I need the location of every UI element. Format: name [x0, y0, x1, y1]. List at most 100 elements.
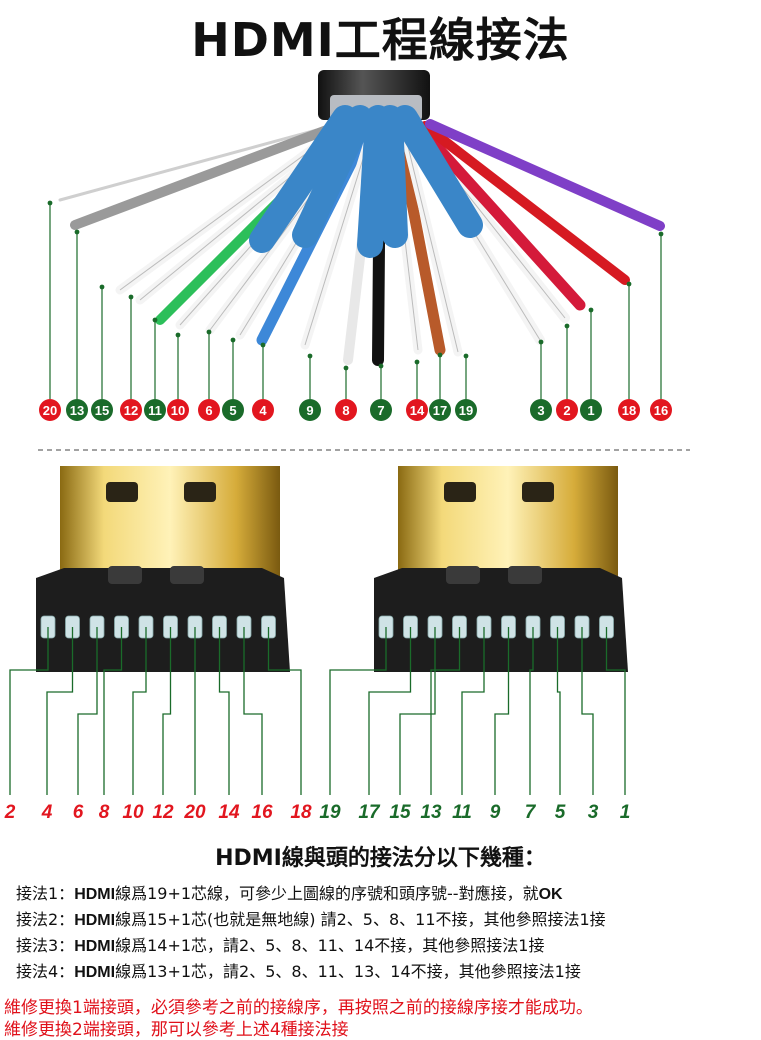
wire-badge-12: [120, 399, 142, 421]
badge-leader-dot-10: [175, 332, 181, 338]
pin-leader-1: [605, 627, 626, 795]
pin-leader-9: [494, 627, 510, 795]
pin-leader-5: [556, 627, 561, 795]
wire-badge-label: 7: [377, 403, 384, 418]
cable-wires: [58, 105, 665, 366]
wire-17: [414, 122, 586, 311]
wire-badge-2: [556, 399, 578, 421]
pin-leader-6: [77, 627, 98, 795]
wire-badge-label: 14: [410, 403, 425, 418]
pin-leader-3: [581, 627, 594, 795]
connector-right: [374, 466, 628, 672]
badge-leader-dot-12: [128, 294, 134, 300]
wire-badge-14: [406, 399, 428, 421]
method-1: 接法1：HDMI線爲19+1芯線，可參少上圖線的序號和頭序號--對應接，就OK: [16, 880, 563, 904]
wire-badge-16: [650, 399, 672, 421]
wire-outline-14: [403, 129, 459, 353]
badge-leader-dot-13: [74, 229, 80, 235]
wire-badge-label: 19: [459, 403, 473, 418]
method-brand: HDMI: [74, 964, 116, 981]
shield-bundle-2: [357, 105, 391, 258]
pin-leader-7: [529, 627, 534, 795]
method-brand: HDMI: [74, 938, 116, 955]
method-text: 線爲15+1芯(也就是無地線) 請2、5、8、11不接，其他參照接法1接: [115, 910, 606, 929]
wire-badge-8: [335, 399, 357, 421]
pin-label: 5: [555, 802, 566, 823]
wire-19: [425, 119, 665, 231]
pin-leader-8: [103, 627, 123, 795]
badge-leader-dot-20: [47, 200, 53, 206]
connector-black-housing: [36, 568, 290, 672]
wire-badge-20: [39, 399, 61, 421]
wire-badge-label: 15: [95, 403, 109, 418]
wire-badge-label: 4: [259, 403, 267, 418]
badge-leader-dot-17: [437, 352, 443, 358]
connector-gold-shell: [398, 466, 618, 578]
badge-leader-dot-8: [343, 365, 349, 371]
wire-badge-label: 2: [563, 403, 570, 418]
wire-1: [70, 120, 345, 230]
method-text: 線爲13+1芯，請2、5、8、11、13、14不接，其他參照接法1接: [115, 962, 581, 981]
badge-leader-dot-2: [564, 323, 570, 329]
wire-badge-label: 3: [537, 403, 544, 418]
wire-badge-18: [618, 399, 640, 421]
connector-gold-shell: [60, 466, 280, 578]
pin-leader-lines: [9, 627, 626, 795]
wire-badge-19: [455, 399, 477, 421]
wire-badge-1: [580, 399, 602, 421]
wire-badge-label: 11: [148, 403, 162, 418]
badge-leader-dot-19: [463, 353, 469, 359]
methods-heading: HDMI線與頭的接法分以下幾種：: [215, 846, 546, 871]
badge-leader-dot-4: [260, 342, 266, 348]
method-text: 線爲19+1芯線，可參少上圖線的序號和頭序號--對應接，就: [115, 884, 539, 903]
shield-bundle-1: [292, 105, 373, 248]
shield-bundle-4: [392, 105, 483, 238]
wire-badge-label: 17: [433, 403, 447, 418]
pin-label: 8: [99, 802, 110, 823]
pin-leader-12: [162, 627, 172, 795]
connector-left: [36, 466, 290, 672]
connector-window: [522, 482, 554, 502]
wire-badge-15: [91, 399, 113, 421]
connector-latch: [446, 566, 480, 584]
pin-leader-13: [430, 627, 461, 795]
wire-badge-4: [252, 399, 274, 421]
wire-badge-label: 10: [171, 403, 185, 418]
pin-label: 6: [73, 802, 84, 823]
pin-label: 19: [319, 802, 341, 823]
pin-label: 13: [420, 802, 442, 823]
wire-badge-label: 18: [622, 403, 636, 418]
pin-label: 7: [525, 802, 537, 823]
method-4: 接法4：HDMI線爲13+1芯，請2、5、8、11、13、14不接，其他參照接法…: [16, 958, 581, 982]
pin-label: 18: [290, 802, 312, 823]
wire-badge-label: 13: [70, 403, 84, 418]
wire-badge-17: [429, 399, 451, 421]
method-prefix: 接法2：: [16, 910, 75, 929]
wire-18: [420, 121, 630, 285]
badge-leader-dot-16: [658, 231, 664, 237]
wire-badge-5: [222, 399, 244, 421]
wire-badge-7: [370, 399, 392, 421]
connector-black-housing: [374, 568, 628, 672]
pin-label: 2: [4, 802, 16, 823]
connector-latch: [108, 566, 142, 584]
connector-latch: [170, 566, 204, 584]
wire-badge-label: 16: [654, 403, 668, 418]
wire-outline-9: [304, 129, 373, 346]
method-brand: HDMI: [74, 912, 116, 929]
pin-leader-18: [267, 627, 302, 795]
pin-leader-4: [46, 627, 74, 795]
connector-window: [444, 482, 476, 502]
badge-leader-dot-7: [378, 363, 384, 369]
badge-leader-dot-18: [626, 281, 632, 287]
connector-latch: [508, 566, 542, 584]
wire-badge-6: [198, 399, 220, 421]
pin-label: 14: [218, 802, 240, 823]
wire-badge-label: 12: [124, 403, 138, 418]
badge-leader-dot-6: [206, 329, 212, 335]
wire-badge-label: 6: [205, 403, 212, 418]
repair-note-1: 維修更換1端接頭，必須參考之前的接線序，再按照之前的接線序接才能成功。: [4, 998, 593, 1018]
pin-leader-16: [243, 627, 263, 795]
